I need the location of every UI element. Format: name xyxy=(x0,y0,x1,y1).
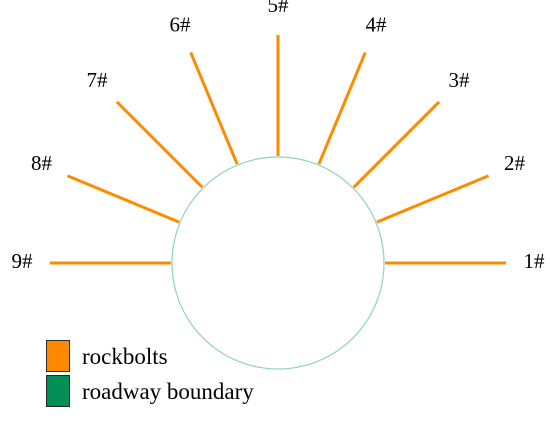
roadway-boundary-swatch xyxy=(46,375,70,407)
rockbolt-label-8: 8# xyxy=(31,151,53,175)
rockbolt-6 xyxy=(189,51,239,165)
rockbolts-group xyxy=(50,35,506,265)
legend-item-rockbolts: rockbolts xyxy=(46,340,326,372)
rockbolt-2 xyxy=(376,174,490,224)
rockbolt-label-2: 2# xyxy=(504,151,526,175)
legend-label-rockbolts: rockbolts xyxy=(82,343,168,369)
rockbolt-label-7: 7# xyxy=(87,68,109,92)
rockbolt-label-3: 3# xyxy=(449,68,471,92)
legend-label-roadway-boundary: roadway boundary xyxy=(82,378,254,404)
rockbolt-7 xyxy=(115,100,204,189)
rockbolt-4 xyxy=(317,51,367,165)
rockbolt-label-1: 1# xyxy=(524,249,546,273)
rockbolt-3 xyxy=(352,100,441,189)
rockbolt-label-4: 4# xyxy=(366,12,388,36)
rockbolt-label-9: 9# xyxy=(12,249,34,273)
legend: rockbolts roadway boundary xyxy=(46,340,326,410)
rockbolts-swatch xyxy=(46,340,70,372)
roadway-boundary-circle xyxy=(171,156,385,370)
rockbolt-8 xyxy=(66,174,180,224)
rockbolt-labels-group: 1# 2# 3# 4# 5# 6# 7# 8# 9# xyxy=(12,0,546,273)
legend-item-roadway-boundary: roadway boundary xyxy=(46,375,326,407)
rockbolt-label-6: 6# xyxy=(170,12,192,36)
rockbolt-label-5: 5# xyxy=(268,0,290,17)
